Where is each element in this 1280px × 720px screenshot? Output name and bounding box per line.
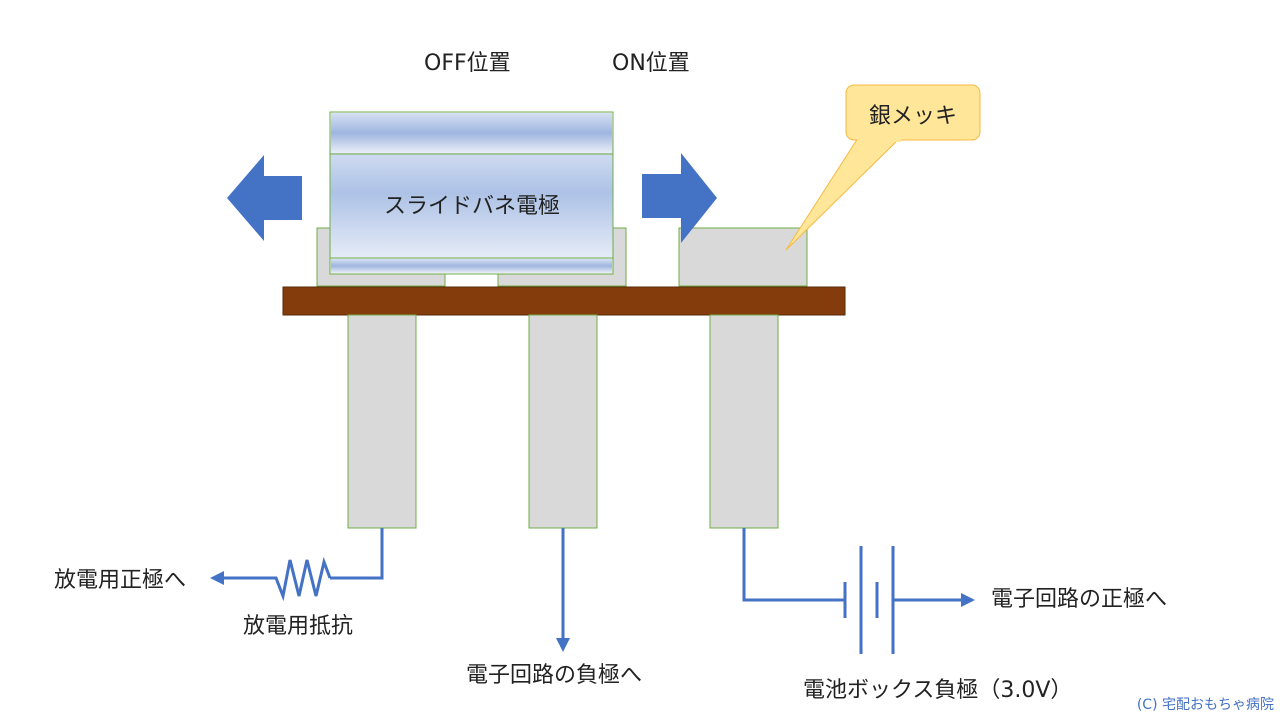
discharge-positive-label: 放電用正極へ <box>54 568 187 593</box>
arrow-right-icon <box>642 153 717 243</box>
on-position-label: ON位置 <box>612 51 690 76</box>
discharge-wire <box>218 528 384 602</box>
arrow-head-right-icon <box>961 593 975 607</box>
arrow-left-icon <box>227 155 302 241</box>
terminal-left <box>347 314 417 529</box>
slider-label: スライドバネ電極 <box>383 194 560 219</box>
copyright-credit: (C) 宅配おもちゃ病院 <box>1136 697 1274 713</box>
arrow-head-down-icon <box>556 638 570 652</box>
resistor-icon <box>230 556 332 602</box>
terminal-right <box>709 314 779 529</box>
contact-pad-right-silver <box>678 227 808 287</box>
resistor-label: 放電用抵抗 <box>243 614 354 639</box>
callout-label: 銀メッキ <box>868 104 957 129</box>
terminal-middle <box>528 314 598 529</box>
arrow-head-left-icon <box>210 571 224 585</box>
circuit-negative-label: 電子回路の負極へ <box>466 663 643 688</box>
battery-negative-label: 電池ボックス負極（3.0V） <box>803 678 1073 703</box>
battery-wire <box>742 528 964 654</box>
off-position-label: OFF位置 <box>424 51 511 76</box>
circuit-positive-label: 電子回路の正極へ <box>991 587 1168 612</box>
circuit-board <box>282 286 846 316</box>
slide-spring-electrode <box>329 111 614 275</box>
silver-plating-callout <box>785 84 981 251</box>
